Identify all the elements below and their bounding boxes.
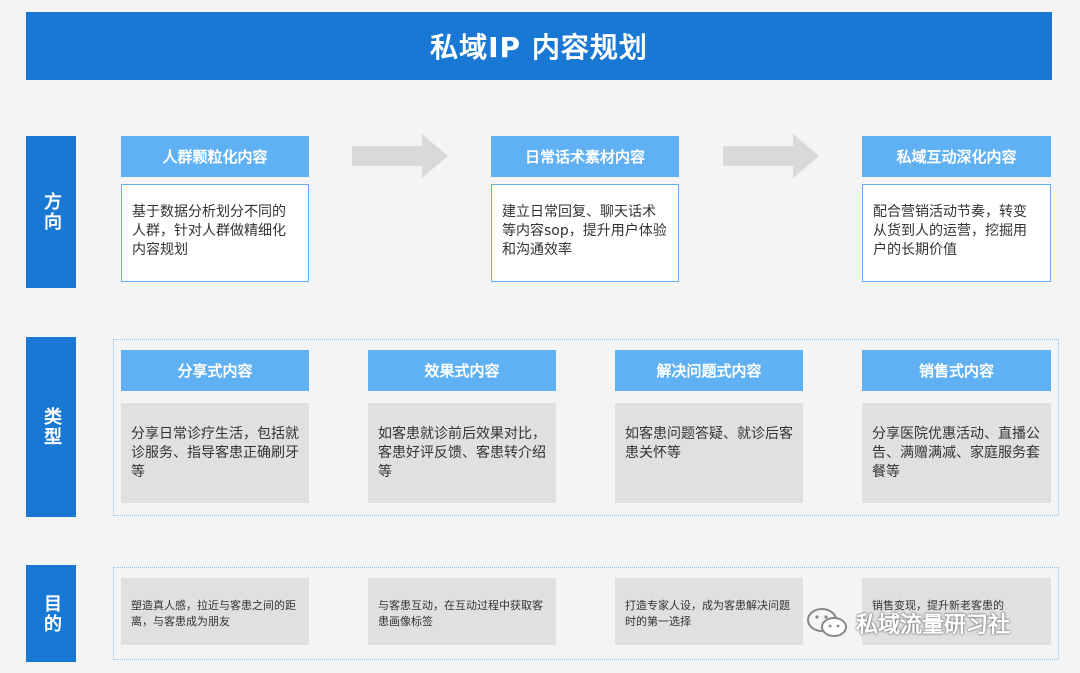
direction-header-2: 日常话术素材内容 (491, 136, 679, 177)
type-body-3: 如客患问题答疑、就诊后客患关怀等 (615, 403, 803, 503)
wechat-icon (807, 608, 847, 637)
watermark: 私域流量研习社 (806, 606, 1010, 640)
direction-body-2: 建立日常回复、聊天话术等内容sop，提升用户体验和沟通效率 (491, 184, 679, 282)
purpose-section-frame (113, 567, 1059, 660)
purpose-body-3: 打造专家人设，成为客患解决问题时的第一选择 (615, 578, 803, 645)
watermark-text: 私域流量研习社 (856, 613, 1011, 638)
type-section-frame (113, 339, 1059, 516)
page-title: 私域IP 内容规划 (26, 12, 1052, 80)
row-label-direction: 方向 (26, 136, 76, 288)
type-body-4: 分享医院优惠活动、直播公告、满赠满减、家庭服务套餐等 (862, 403, 1051, 503)
direction-header-1: 人群颗粒化内容 (121, 136, 309, 177)
type-body-1: 分享日常诊疗生活，包括就诊服务、指导客患正确刷牙等 (121, 403, 309, 503)
direction-body-3: 配合营销活动节奏，转变从货到人的运营，挖掘用户的长期价值 (862, 184, 1051, 282)
purpose-body-4: 销售变现，提升新老客患的 (862, 578, 1051, 645)
type-header-2: 效果式内容 (368, 350, 556, 391)
purpose-body-2: 与客患互动，在互动过程中获取客患画像标签 (368, 578, 556, 645)
row-label-purpose: 目的 (26, 565, 76, 662)
type-header-3: 解决问题式内容 (615, 350, 803, 391)
arrow-right-icon (723, 134, 819, 178)
arrow-right-icon (352, 134, 448, 178)
direction-header-3: 私域互动深化内容 (862, 136, 1051, 177)
direction-body-1: 基于数据分析划分不同的人群，针对人群做精细化内容规划 (121, 184, 309, 282)
purpose-body-1: 塑造真人感，拉近与客患之间的距离，与客患成为朋友 (121, 578, 309, 645)
type-header-1: 分享式内容 (121, 350, 309, 391)
type-header-4: 销售式内容 (862, 350, 1051, 391)
row-label-type: 类型 (26, 337, 76, 517)
type-body-2: 如客患就诊前后效果对比，客患好评反馈、客患转介绍等 (368, 403, 556, 503)
